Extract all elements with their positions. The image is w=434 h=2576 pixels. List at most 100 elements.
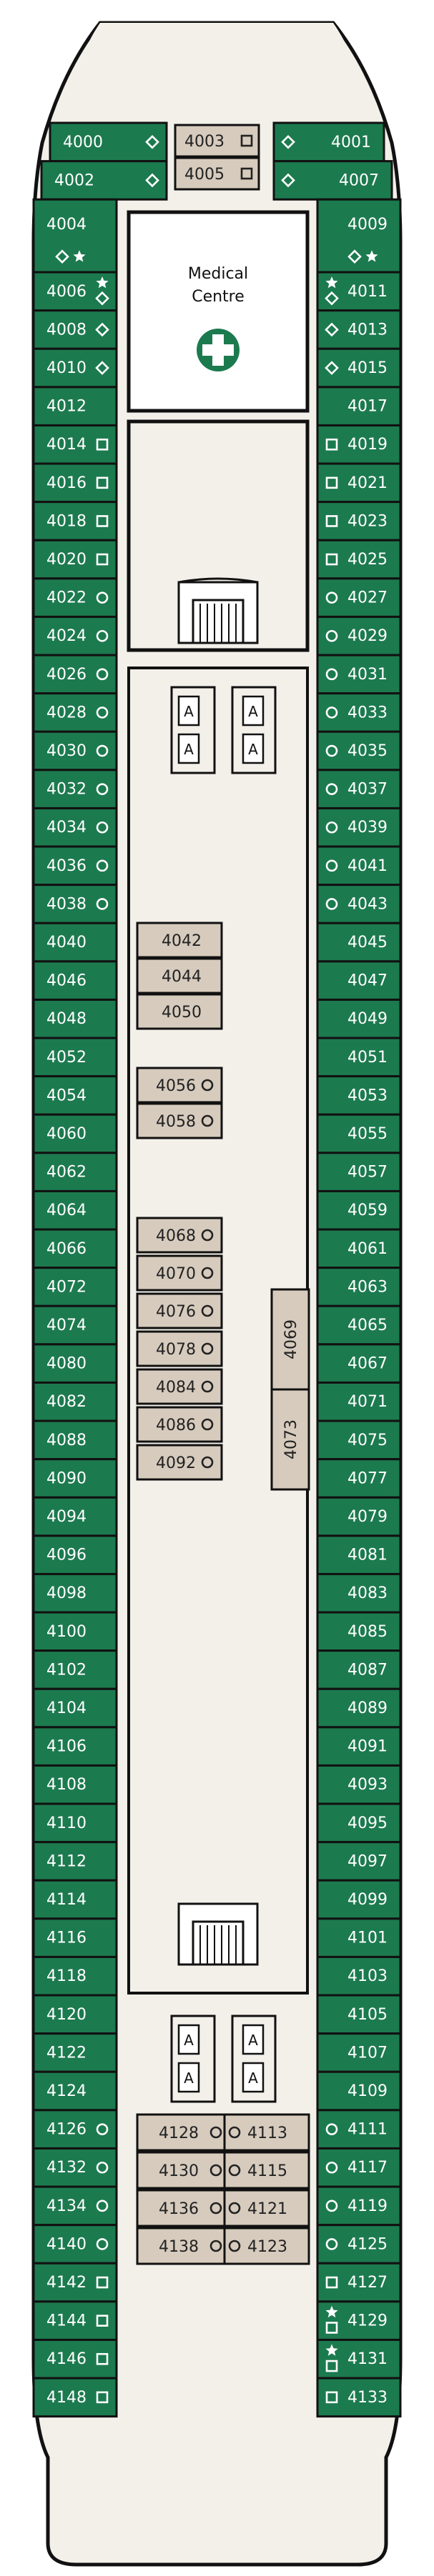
cabin-4009[interactable]: 4009 (316, 198, 402, 274)
cabin-4114[interactable]: 4114 (32, 1879, 118, 1920)
cabin-4016[interactable]: 4016 (32, 462, 118, 504)
cabin-4000[interactable]: 4000 (49, 121, 168, 163)
cabin-4083[interactable]: 4083 (316, 1572, 402, 1614)
cabin-4074[interactable]: 4074 (32, 1304, 118, 1346)
cabin-4128[interactable]: 4128 (136, 2113, 226, 2152)
cabin-4077[interactable]: 4077 (316, 1458, 402, 1499)
cabin-4070[interactable]: 4070 (136, 1254, 223, 1292)
cabin-4103[interactable]: 4103 (316, 1955, 402, 1997)
cabin-4107[interactable]: 4107 (316, 2032, 402, 2073)
cabin-4043[interactable]: 4043 (316, 884, 402, 924)
cabin-4017[interactable]: 4017 (316, 386, 402, 426)
cabin-4127[interactable]: 4127 (316, 2262, 402, 2303)
cabin-4029[interactable]: 4029 (316, 615, 402, 657)
cabin-4021[interactable]: 4021 (316, 462, 402, 504)
cabin-4053[interactable]: 4053 (316, 1075, 402, 1116)
cabin-4025[interactable]: 4025 (316, 539, 402, 580)
cabin-4072[interactable]: 4072 (32, 1267, 118, 1307)
cabin-4121[interactable]: 4121 (223, 2189, 310, 2227)
cabin-4003[interactable]: 4003 (174, 124, 260, 158)
cabin-4129[interactable]: 4129 (316, 2300, 402, 2341)
cabin-4067[interactable]: 4067 (316, 1343, 402, 1384)
cabin-4098[interactable]: 4098 (32, 1572, 118, 1614)
cabin-4024[interactable]: 4024 (32, 615, 118, 657)
cabin-4099[interactable]: 4099 (316, 1879, 402, 1920)
cabin-4131[interactable]: 4131 (316, 2338, 402, 2380)
cabin-4073[interactable]: 4073 (270, 1388, 310, 1491)
cabin-4132[interactable]: 4132 (32, 2147, 118, 2188)
cabin-4076[interactable]: 4076 (136, 1292, 223, 1329)
cabin-4108[interactable]: 4108 (32, 1764, 118, 1805)
cabin-4090[interactable]: 4090 (32, 1458, 118, 1499)
cabin-4138[interactable]: 4138 (136, 2227, 226, 2265)
cabin-4071[interactable]: 4071 (316, 1381, 402, 1422)
cabin-4119[interactable]: 4119 (316, 2185, 402, 2227)
cabin-4020[interactable]: 4020 (32, 539, 118, 580)
cabin-4133[interactable]: 4133 (316, 2377, 402, 2418)
cabin-4022[interactable]: 4022 (32, 577, 118, 618)
cabin-4005[interactable]: 4005 (174, 156, 260, 191)
cabin-4027[interactable]: 4027 (316, 577, 402, 618)
cabin-4056[interactable]: 4056 (136, 1067, 223, 1104)
cabin-4122[interactable]: 4122 (32, 2032, 118, 2073)
cabin-4075[interactable]: 4075 (316, 1419, 402, 1461)
cabin-4094[interactable]: 4094 (32, 1496, 118, 1537)
cabin-4019[interactable]: 4019 (316, 424, 402, 465)
cabin-4100[interactable]: 4100 (32, 1611, 118, 1652)
cabin-4041[interactable]: 4041 (316, 845, 402, 887)
cabin-4026[interactable]: 4026 (32, 654, 118, 695)
cabin-4064[interactable]: 4064 (32, 1189, 118, 1231)
cabin-4112[interactable]: 4112 (32, 1841, 118, 1882)
cabin-4034[interactable]: 4034 (32, 807, 118, 848)
cabin-4059[interactable]: 4059 (316, 1189, 402, 1231)
cabin-4087[interactable]: 4087 (316, 1649, 402, 1690)
cabin-4095[interactable]: 4095 (316, 1802, 402, 1844)
cabin-4058[interactable]: 4058 (136, 1102, 223, 1139)
cabin-4142[interactable]: 4142 (32, 2262, 118, 2303)
cabin-4116[interactable]: 4116 (32, 1917, 118, 1958)
cabin-4051[interactable]: 4051 (316, 1037, 402, 1078)
cabin-4047[interactable]: 4047 (316, 960, 402, 1001)
cabin-4023[interactable]: 4023 (316, 501, 402, 541)
cabin-4033[interactable]: 4033 (316, 692, 402, 733)
cabin-4125[interactable]: 4125 (316, 2224, 402, 2265)
cabin-4088[interactable]: 4088 (32, 1419, 118, 1461)
cabin-4081[interactable]: 4081 (316, 1534, 402, 1575)
cabin-4030[interactable]: 4030 (32, 730, 118, 772)
cabin-4068[interactable]: 4068 (136, 1217, 223, 1254)
cabin-4040[interactable]: 4040 (32, 922, 118, 963)
cabin-4062[interactable]: 4062 (32, 1152, 118, 1192)
cabin-4079[interactable]: 4079 (316, 1496, 402, 1537)
cabin-4015[interactable]: 4015 (316, 347, 402, 389)
cabin-4105[interactable]: 4105 (316, 1994, 402, 2035)
cabin-4106[interactable]: 4106 (32, 1726, 118, 1767)
cabin-4039[interactable]: 4039 (316, 807, 402, 848)
cabin-4044[interactable]: 4044 (136, 957, 223, 994)
cabin-4148[interactable]: 4148 (32, 2377, 118, 2418)
cabin-4130[interactable]: 4130 (136, 2151, 226, 2190)
cabin-4078[interactable]: 4078 (136, 1330, 223, 1367)
cabin-4102[interactable]: 4102 (32, 1649, 118, 1690)
cabin-4082[interactable]: 4082 (32, 1381, 118, 1422)
cabin-4048[interactable]: 4048 (32, 998, 118, 1039)
cabin-4010[interactable]: 4010 (32, 347, 118, 389)
cabin-4031[interactable]: 4031 (316, 654, 402, 695)
cabin-4092[interactable]: 4092 (136, 1444, 223, 1481)
cabin-4091[interactable]: 4091 (316, 1726, 402, 1767)
cabin-4111[interactable]: 4111 (316, 2109, 402, 2150)
cabin-4028[interactable]: 4028 (32, 692, 118, 733)
cabin-4001[interactable]: 4001 (272, 121, 385, 163)
cabin-4045[interactable]: 4045 (316, 922, 402, 963)
cabin-4097[interactable]: 4097 (316, 1841, 402, 1882)
cabin-4089[interactable]: 4089 (316, 1687, 402, 1729)
cabin-4140[interactable]: 4140 (32, 2224, 118, 2265)
cabin-4104[interactable]: 4104 (32, 1687, 118, 1729)
cabin-4007[interactable]: 4007 (272, 160, 393, 201)
cabin-4118[interactable]: 4118 (32, 1955, 118, 1997)
cabin-4126[interactable]: 4126 (32, 2109, 118, 2150)
cabin-4055[interactable]: 4055 (316, 1113, 402, 1154)
cabin-4018[interactable]: 4018 (32, 501, 118, 541)
cabin-4096[interactable]: 4096 (32, 1534, 118, 1575)
cabin-4004[interactable]: 4004 (32, 198, 118, 274)
cabin-4038[interactable]: 4038 (32, 884, 118, 924)
